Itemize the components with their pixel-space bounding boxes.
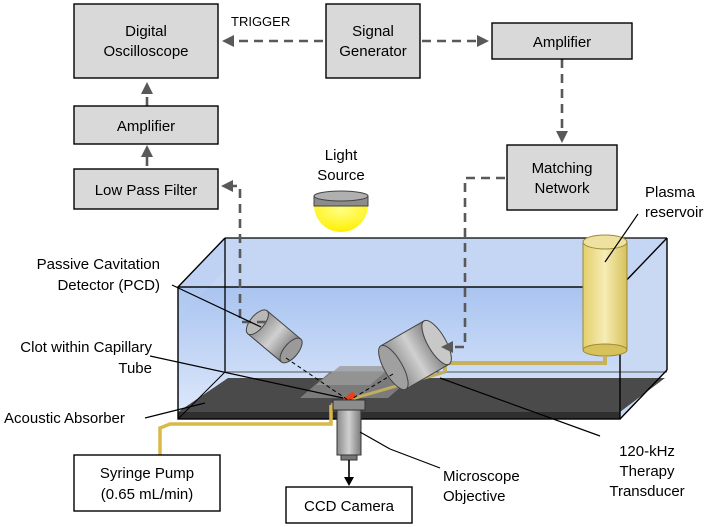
syringe-tubing <box>158 405 333 455</box>
therapy-beam <box>349 373 394 401</box>
pcd-beam <box>285 357 349 401</box>
svg-text:(0.65 mL/min): (0.65 mL/min) <box>101 486 194 503</box>
svg-text:120-kHz: 120-kHz <box>619 443 675 460</box>
svg-text:Signal: Signal <box>352 23 394 40</box>
amplifier-left-box: Amplifier <box>73 105 219 145</box>
svg-text:Amplifier: Amplifier <box>117 118 175 135</box>
svg-text:Low Pass Filter: Low Pass Filter <box>95 182 198 199</box>
microscope-objective-icon <box>332 399 366 461</box>
svg-text:Syringe Pump: Syringe Pump <box>100 465 194 482</box>
svg-text:Digital: Digital <box>125 23 167 40</box>
svg-text:CCD Camera: CCD Camera <box>304 498 395 515</box>
svg-text:Oscilloscope: Oscilloscope <box>103 43 188 60</box>
svg-text:Transducer: Transducer <box>609 483 684 500</box>
svg-text:Therapy: Therapy <box>619 463 675 480</box>
clot-label: Clot within Capillary Tube <box>20 339 152 377</box>
svg-text:reservoir: reservoir <box>645 204 703 221</box>
low-pass-filter-box: Low Pass Filter <box>73 168 219 210</box>
acoustic-absorber-label: Acoustic Absorber <box>4 410 125 427</box>
oscilloscope-box: Digital Oscilloscope <box>73 3 219 79</box>
signal-paths <box>141 35 568 353</box>
svg-text:Matching: Matching <box>532 160 593 177</box>
microscope-label: Microscope Objective <box>443 468 520 505</box>
therapy-transducer-icon <box>378 319 452 391</box>
svg-text:Microscope: Microscope <box>443 468 520 485</box>
svg-text:Light: Light <box>325 147 358 164</box>
plasma-reservoir-label: Plasma reservoir <box>645 184 703 221</box>
svg-text:Generator: Generator <box>339 43 407 60</box>
svg-text:Tube: Tube <box>118 360 152 377</box>
matching-network-box: Matching Network <box>506 144 618 211</box>
trigger-label: TRIGGER <box>231 14 290 29</box>
ccd-camera-box: CCD Camera <box>285 486 413 524</box>
leader-lines <box>144 213 639 469</box>
amplifier-right-box: Amplifier <box>491 22 633 60</box>
svg-text:Source: Source <box>317 167 365 184</box>
svg-text:Clot within Capillary: Clot within Capillary <box>20 339 152 356</box>
acoustic-absorber <box>178 366 665 419</box>
syringe-pump-box: Syringe Pump (0.65 mL/min) <box>73 454 221 512</box>
transducer-label: 120-kHz Therapy Transducer <box>609 443 684 500</box>
svg-text:Plasma: Plasma <box>645 184 696 201</box>
pcd-label: Passive Cavitation Detector (PCD) <box>37 256 160 294</box>
light-source-label: Light Source <box>317 147 365 184</box>
plasma-reservoir <box>443 234 628 372</box>
signal-generator-box: Signal Generator <box>325 3 421 79</box>
svg-text:Amplifier: Amplifier <box>533 34 591 51</box>
svg-text:Network: Network <box>534 180 590 197</box>
svg-text:Passive Cavitation: Passive Cavitation <box>37 256 160 273</box>
svg-text:Objective: Objective <box>443 488 506 505</box>
light-source-icon <box>313 190 369 232</box>
svg-text:Detector (PCD): Detector (PCD) <box>57 277 160 294</box>
